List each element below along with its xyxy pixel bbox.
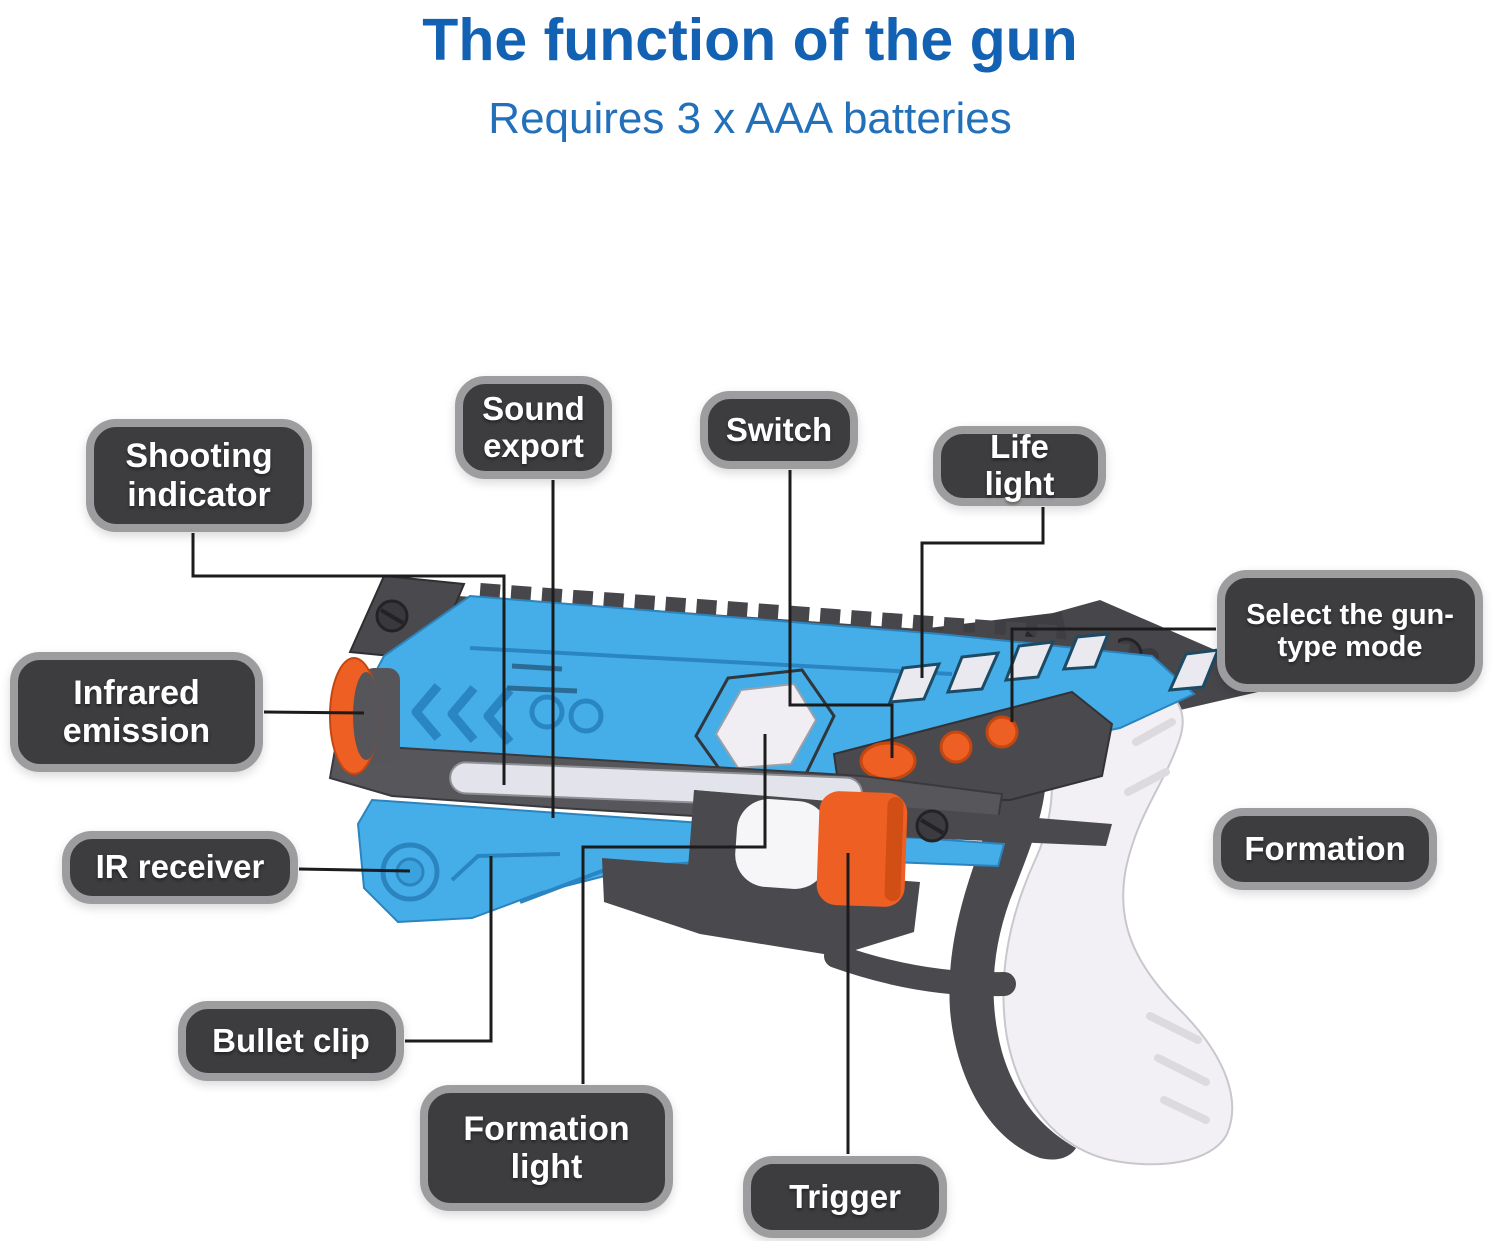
gun-type-mode-button [985,715,1019,749]
callout-formation: Formation [1213,808,1437,890]
gun-grip [949,637,1234,1166]
connector-shooting-indicator [191,533,506,785]
gun-trigger-assembly [602,790,1112,997]
connector-infrared-emission [263,710,365,715]
gun-muzzle [329,657,400,775]
callout-infrared-emission: Infrared emission [10,652,263,772]
connector-bullet-clip [405,856,493,1043]
callout-sound-export: Sound export [455,376,612,479]
grip-ribs [1124,718,1210,1124]
callout-shooting-indicator: Shooting indicator [86,419,312,532]
connector-select-gun-type [1010,627,1216,722]
callout-switch: Switch [700,391,858,469]
callout-trigger: Trigger [743,1156,947,1238]
gun-switch-button [859,741,917,781]
callout-formation-light: Formation light [420,1085,673,1211]
callout-select-gun-type-mode: Select the gun-type mode [1217,570,1483,692]
callout-ir-receiver: IR receiver [62,831,298,904]
connector-lines [191,470,1216,1154]
gun-life-lights [887,632,1221,704]
connector-life-light [920,507,1045,678]
callout-bullet-clip: Bullet clip [178,1001,404,1081]
page-subtitle: Requires 3 x AAA batteries [488,94,1012,143]
gun-trigger [816,791,908,907]
page-title: The function of the gun [422,7,1078,73]
callout-life-light: Life light [933,426,1106,506]
gun-mode-button [939,730,973,764]
connector-ir-receiver [298,867,411,873]
connector-formation-light [581,734,767,1084]
connector-switch [788,470,894,758]
